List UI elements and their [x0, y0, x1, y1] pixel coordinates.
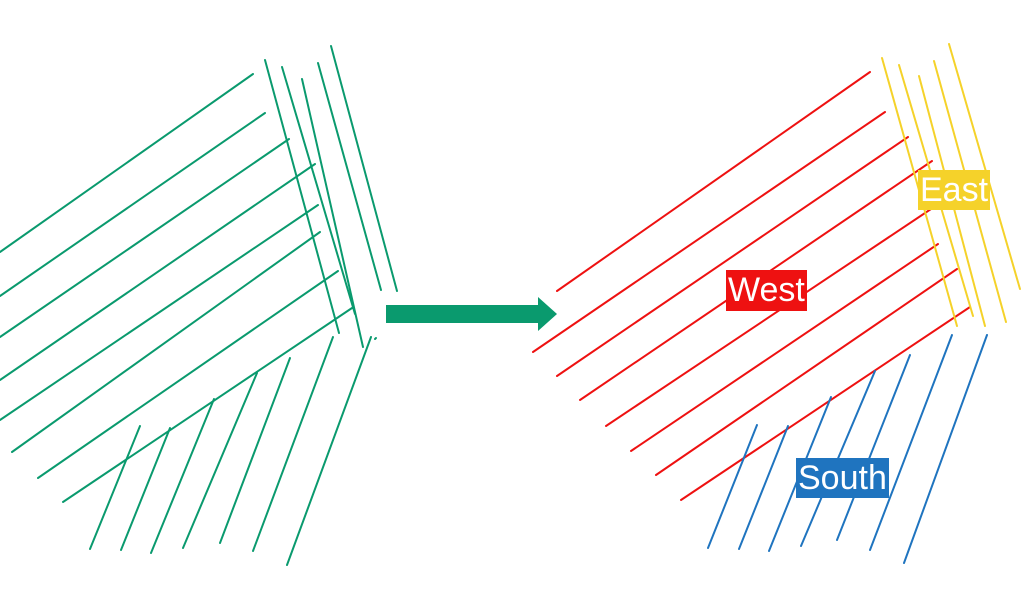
unsorted-line-1: [0, 73, 254, 253]
east-label: East: [918, 170, 991, 210]
unsorted-line-9: [264, 59, 340, 334]
unsorted-line-5: [0, 204, 319, 421]
south-line-1: [707, 424, 758, 549]
west-lines: [532, 71, 971, 501]
unsorted-line-4: [0, 163, 316, 381]
unsorted-line-15: [89, 425, 141, 550]
south-lines: [707, 334, 988, 564]
unsorted-line-13: [330, 45, 398, 292]
unsorted-line-18: [182, 372, 258, 549]
unsorted-line-3: [0, 138, 290, 338]
south-line-6: [869, 334, 953, 551]
unsorted-line-10: [281, 66, 356, 315]
unsorted-line-11: [301, 78, 364, 348]
unsorted-line-14: [374, 337, 377, 340]
west-line-7: [655, 268, 958, 476]
south-line-7: [903, 334, 988, 564]
south-line-5: [836, 354, 911, 541]
arrow-shaft: [386, 305, 541, 323]
west-line-6: [630, 243, 939, 452]
unsorted-lines: [0, 45, 398, 566]
west-line-1: [556, 71, 871, 292]
west-line-8: [680, 306, 971, 501]
grouping-arrow: [386, 297, 557, 331]
west-line-5: [605, 204, 938, 427]
south-line-2: [738, 425, 789, 550]
west-line-3: [556, 136, 909, 377]
unsorted-line-17: [150, 398, 215, 554]
unsorted-line-8: [62, 307, 353, 503]
east-line-5: [948, 43, 1021, 290]
unsorted-line-12: [317, 62, 382, 291]
west-line-2: [532, 111, 886, 353]
unsorted-line-20: [252, 336, 334, 552]
unsorted-line-19: [219, 357, 291, 544]
south-label: South: [796, 458, 889, 498]
unsorted-line-21: [286, 336, 372, 566]
unsorted-line-2: [0, 112, 266, 297]
unsorted-line-7: [37, 270, 339, 479]
west-label: West: [726, 270, 807, 311]
unsorted-line-6: [11, 231, 321, 453]
unsorted-line-16: [120, 427, 171, 551]
arrow-head: [538, 297, 557, 331]
